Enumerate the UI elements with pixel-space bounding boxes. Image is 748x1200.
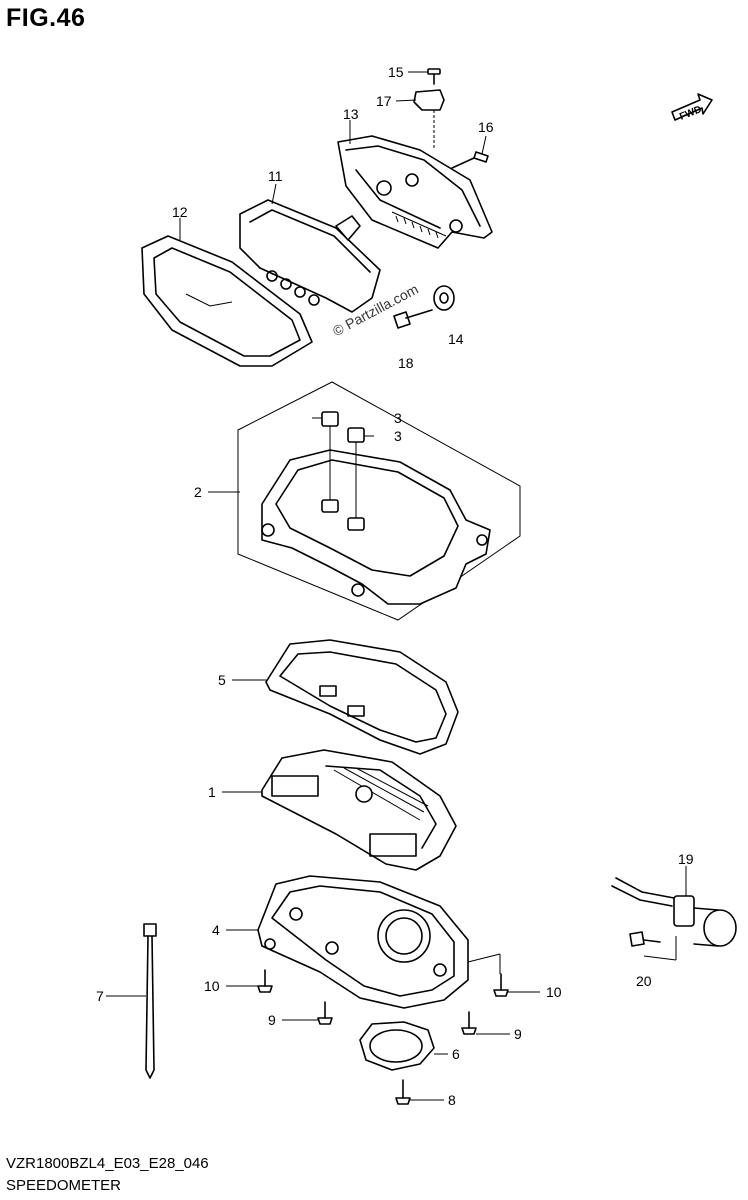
callout-20: 20 — [636, 973, 652, 989]
callout-1: 1 — [208, 784, 216, 800]
part-3-caps — [321, 411, 365, 518]
callout-8: 8 — [448, 1092, 456, 1108]
callout-9-left: 9 — [268, 1012, 276, 1028]
callout-19: 19 — [678, 851, 694, 867]
callout-3-upper: 3 — [394, 410, 402, 426]
callout-5: 5 — [218, 672, 226, 688]
part-15-screw — [427, 68, 441, 85]
callout-7: 7 — [96, 988, 104, 1004]
callout-9-right: 9 — [514, 1026, 522, 1042]
fwd-arrow: FWD — [671, 93, 713, 123]
callout-labels: 15 17 13 16 11 12 18 14 3 3 2 5 1 19 4 2… — [96, 64, 694, 1108]
part-9-screw-left — [317, 1001, 333, 1025]
callout-13: 13 — [343, 106, 359, 122]
callout-18: 18 — [398, 355, 414, 371]
callout-14: 14 — [448, 331, 464, 347]
part-20-bolt — [629, 931, 661, 947]
callout-15: 15 — [388, 64, 404, 80]
part-19-sensor — [611, 877, 737, 947]
figure-title: FIG.46 — [6, 4, 86, 32]
callout-12: 12 — [172, 204, 188, 220]
callout-6: 6 — [452, 1046, 460, 1062]
figure-caption: SPEEDOMETER — [6, 1177, 122, 1194]
part-7-cable-tie — [143, 923, 157, 1079]
callout-2: 2 — [194, 484, 202, 500]
callout-17: 17 — [376, 93, 392, 109]
part-10-screw-left — [257, 969, 273, 993]
part-2-upper-case — [237, 381, 521, 621]
callout-3-lower: 3 — [394, 428, 402, 444]
part-11-panel — [239, 199, 381, 313]
part-10-screw-right — [493, 973, 509, 997]
leader-lines — [106, 71, 687, 1101]
callout-10-right: 10 — [546, 984, 562, 1000]
model-code: VZR1800BZL4_E03_E28_046 — [6, 1155, 209, 1172]
callout-11: 11 — [268, 168, 283, 184]
part-12-lens — [141, 235, 313, 367]
callout-4: 4 — [212, 922, 220, 938]
part-16-screw — [451, 151, 489, 169]
part-18-screw — [393, 309, 433, 329]
part-5-gasket — [265, 639, 459, 755]
part-4-lower-case — [257, 875, 469, 1009]
part-13-bracket — [337, 135, 493, 249]
callout-10-left: 10 — [204, 978, 220, 994]
part-14-grommet — [433, 285, 455, 311]
part-9-screw-right — [461, 1011, 477, 1035]
callout-16: 16 — [478, 119, 494, 135]
part-17-clip — [413, 89, 445, 150]
part-6-ring — [359, 1021, 435, 1071]
part-8-screw — [395, 1079, 411, 1105]
part-1-meter — [261, 749, 457, 871]
